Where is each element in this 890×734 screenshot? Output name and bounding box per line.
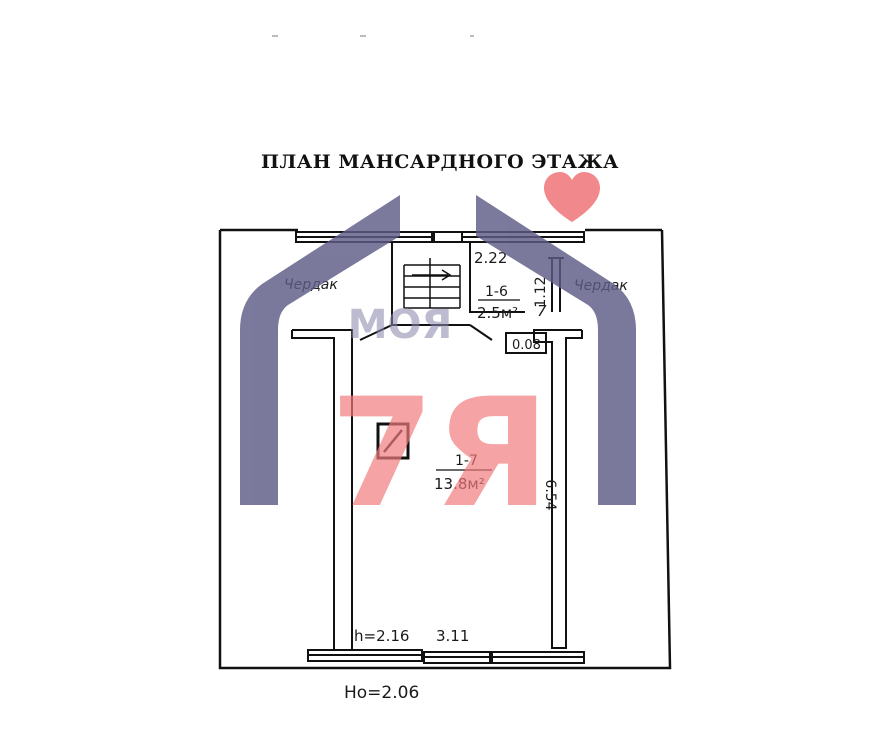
room-16-number: 1-6 [485, 284, 508, 300]
plan-title: ПЛАН МАНСАРДНОГО ЭТАЖА [261, 151, 619, 173]
niche-label: 0.08 [512, 338, 541, 353]
room-17-number: 1-7 [455, 453, 478, 469]
outer-walls [218, 228, 672, 670]
stair-treads [403, 258, 461, 309]
watermark-text: МОЯ [348, 302, 453, 348]
floor-height-label: Ho=2.06 [344, 683, 419, 703]
room-width-label: 3.11 [436, 627, 469, 645]
niche-box [505, 332, 547, 354]
watermark-logo: МОЯ 7Я [240, 172, 636, 541]
stair-block [359, 242, 525, 341]
room-17-area: 13.8м² [434, 475, 485, 493]
bottom-windows [307, 649, 585, 664]
watermark-letter: 7Я [330, 367, 550, 541]
stair-width-label: 2.22 [474, 249, 507, 267]
ceiling-height-label: h=2.16 [354, 627, 409, 645]
house-outline-icon [240, 195, 636, 505]
room-length-label: 6.54 [542, 479, 558, 510]
room-16-area: 2.5м² [477, 304, 518, 322]
chimney-icon [376, 422, 410, 460]
side-mark: 7 [537, 302, 547, 320]
hall-depth-label: 1.12 [533, 276, 549, 307]
stair-arrow-icon [412, 269, 452, 281]
heart-icon [544, 172, 600, 222]
